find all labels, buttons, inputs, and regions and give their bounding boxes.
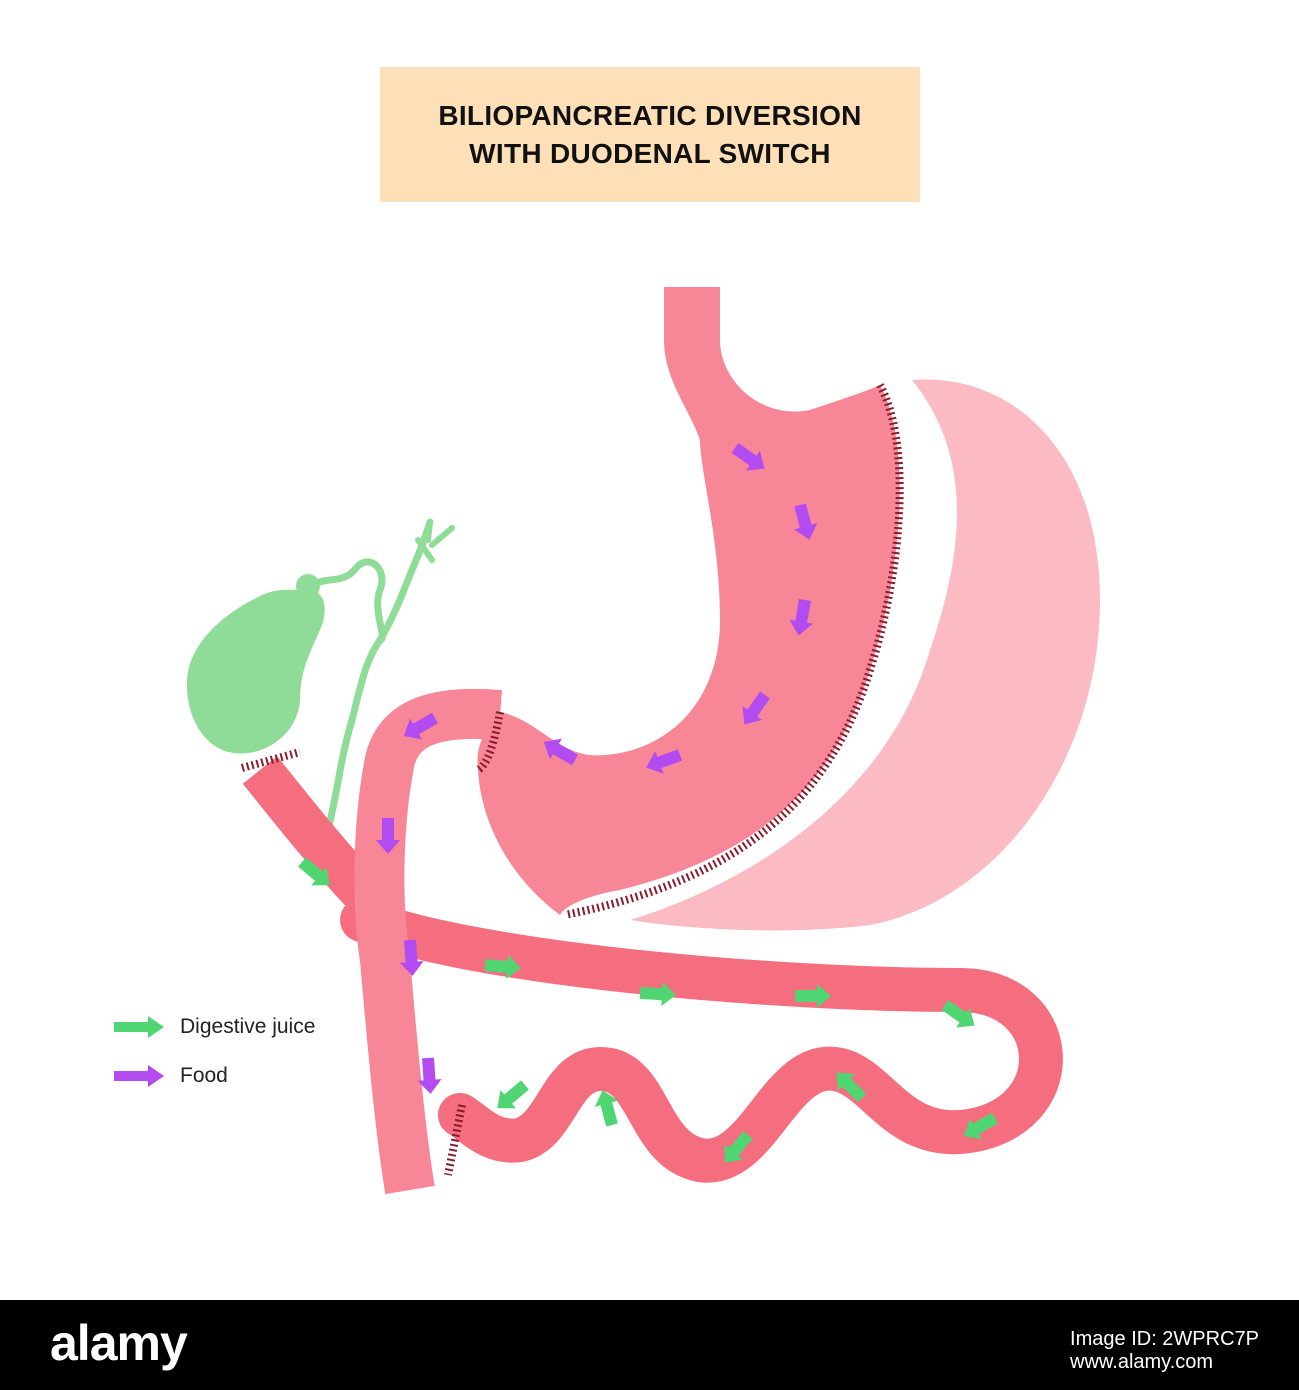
title-line-1: BILIOPANCREATIC DIVERSION [438,99,862,131]
watermark-footer: alamy Image ID: 2WPRC7P www.alamy.com [0,1300,1299,1390]
green-arrow-icon [114,1016,164,1038]
juice-arrows [298,857,998,1163]
gallbladder [186,518,455,834]
legend-digestive-juice: Digestive juice [112,1015,315,1039]
legend-food: Food [112,1064,228,1088]
intestine [340,898,1063,1183]
alamy-logo: alamy [50,1315,188,1371]
staple-lines [240,383,904,1176]
stomach [477,287,900,915]
legend-label: Food [180,1064,228,1087]
food-arrows [376,443,818,1094]
title-line-2: WITH DUODENAL SWITCH [469,137,831,169]
removed-stomach [630,379,1100,931]
legend-label: Digestive juice [180,1015,316,1038]
title-box: BILIOPANCREATIC DIVERSION WITH DUODENAL … [380,67,920,202]
purple-arrow-icon [114,1065,164,1087]
image-code: Image ID: 2WPRC7P www.alamy.com [1070,1328,1259,1373]
anatomy-diagram [186,287,1100,1195]
